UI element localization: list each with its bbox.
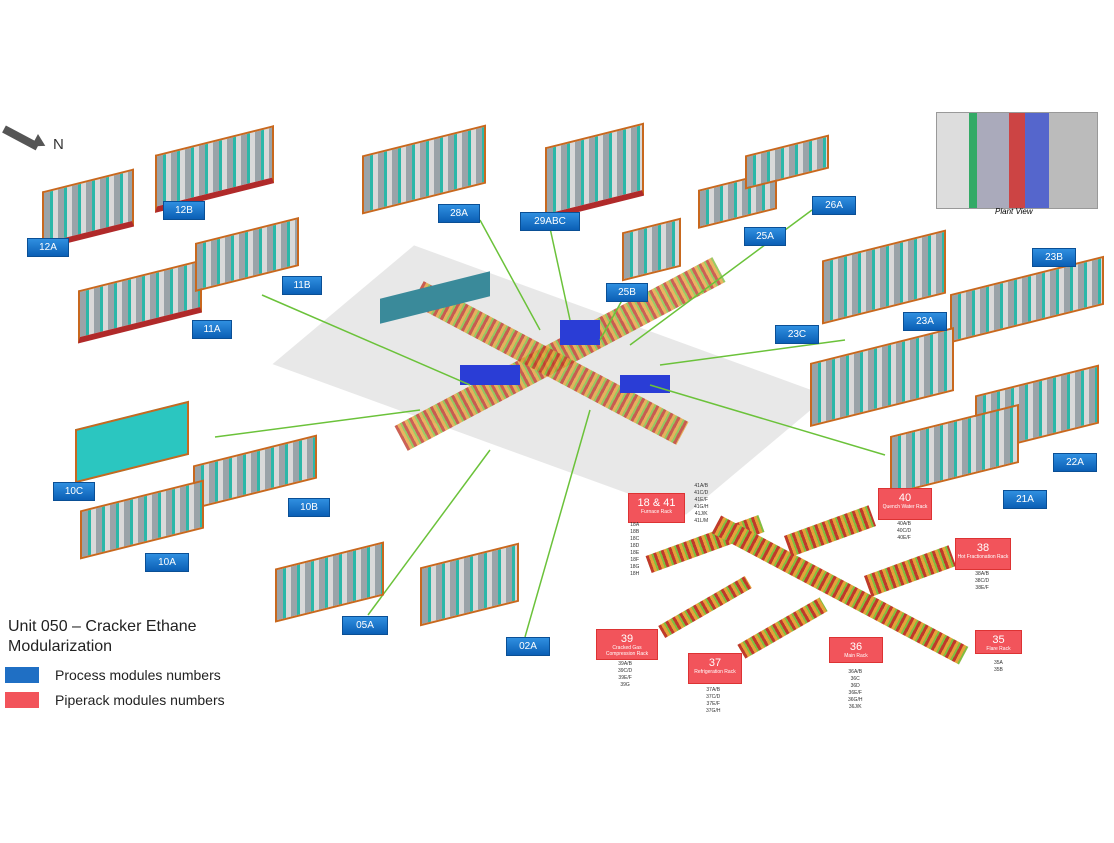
- piperack-name: Main Rack: [844, 653, 868, 659]
- label-23A: 23A: [903, 312, 947, 331]
- piperack-name: Flare Rack: [986, 646, 1011, 652]
- piperack-codes: 39A/B 39C/D 39E/F 39G: [618, 661, 633, 688]
- piperack-number: 36: [849, 641, 863, 653]
- piperack-name: Hot Fractionation Rack: [957, 554, 1009, 560]
- piperack-codes: 37A/B 37C/D 37E/F 37G/H: [706, 687, 721, 714]
- piperack-codes: 38A/B 38C/D 38E/F: [975, 571, 990, 591]
- label-11A: 11A: [192, 320, 232, 339]
- piperack-codes: 36A/B 36C 36D 36E/F 36G/H 36J/K: [848, 669, 863, 710]
- legend-title-line2: Modularization: [8, 638, 113, 655]
- piperack-name: Cracked Gas Compression Rack: [605, 645, 649, 657]
- piperack-name: Refrigeration Rack: [694, 669, 736, 675]
- piperack-name: Furnace Rack: [640, 509, 673, 515]
- label-23C: 23C: [775, 325, 819, 344]
- label-25A: 25A: [744, 227, 786, 246]
- plant-view-inset: [936, 112, 1098, 209]
- label-05A: 05A: [342, 616, 388, 635]
- label-12A: 12A: [27, 238, 69, 257]
- piperack-codes: 41A/B 41C/D 41E/F 41G/H 41J/K 41L/M: [694, 483, 709, 524]
- label-12B: 12B: [163, 201, 205, 220]
- legend-process-swatch: [5, 667, 39, 683]
- label-10C: 10C: [53, 482, 95, 501]
- piperack-number: 18 & 41: [637, 497, 676, 509]
- piperack-number: 38: [976, 542, 990, 554]
- legend-process-label: Process modules numbers: [55, 667, 221, 683]
- label-22A: 22A: [1053, 453, 1097, 472]
- piperack-codes: 35A 35B: [994, 660, 1003, 673]
- piperack-codes: 18A 18B 18C 18D 18E 18F 18G 18H: [630, 522, 640, 577]
- label-23B: 23B: [1032, 248, 1076, 267]
- legend-piperack-swatch: [5, 692, 39, 708]
- central-process-block: [560, 320, 600, 345]
- label-29ABC: 29ABC: [520, 212, 580, 231]
- label-26A: 26A: [812, 196, 856, 215]
- legend-title-line1: Unit 050 – Cracker Ethane: [8, 618, 197, 635]
- legend-title: Unit 050 – Cracker Ethane Modularization: [8, 617, 197, 657]
- label-21A: 21A: [1003, 490, 1047, 509]
- label-10A: 10A: [145, 553, 189, 572]
- plant-view-label: Plant View: [995, 207, 1033, 216]
- piperack-number: 40: [898, 492, 912, 504]
- central-process-block: [620, 375, 670, 393]
- piperack-codes: 40A/B 40C/D 40E/F: [897, 521, 912, 541]
- north-label: N: [53, 136, 64, 153]
- piperack-number: 39: [620, 633, 634, 645]
- piperack-name: Quench Water Rack: [882, 504, 928, 510]
- label-25B: 25B: [606, 283, 648, 302]
- label-28A: 28A: [438, 204, 480, 223]
- label-02A: 02A: [506, 637, 550, 656]
- piperack-number: 35: [992, 634, 1005, 646]
- legend-piperack-label: Piperack modules numbers: [55, 692, 225, 708]
- piperack-number: 37: [708, 657, 722, 669]
- central-process-block: [460, 365, 520, 385]
- label-11B: 11B: [282, 276, 322, 295]
- label-10B: 10B: [288, 498, 330, 517]
